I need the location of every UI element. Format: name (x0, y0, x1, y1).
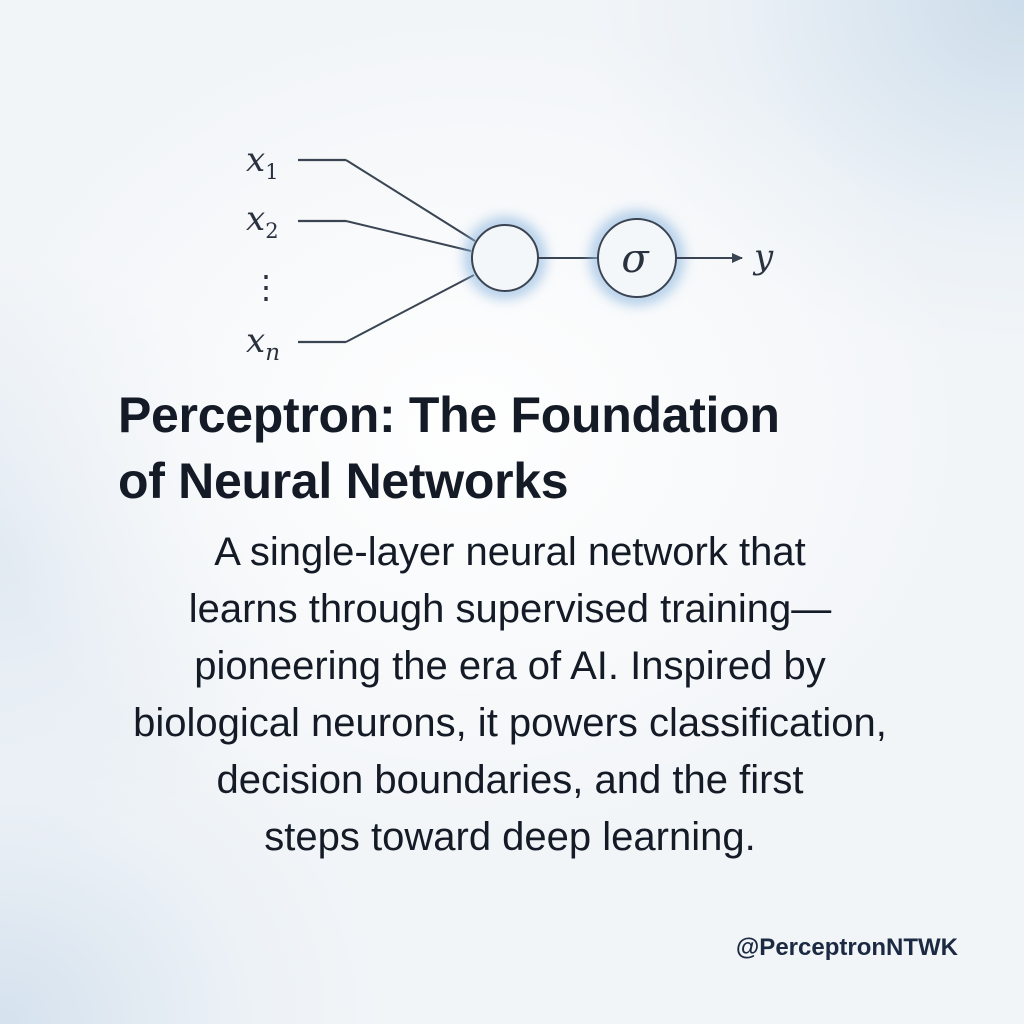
title-line-1: Perceptron: The Foundation (118, 387, 780, 443)
title-line-2: of Neural Networks (118, 453, 569, 509)
description-line: A single-layer neural network that (214, 530, 806, 574)
social-handle: @PerceptronNTWK (735, 934, 958, 961)
input-label-xn: xn (246, 321, 280, 366)
sigma-symbol: σ (621, 236, 650, 282)
connection-xn (345, 274, 475, 343)
description-paragraph: A single-layer neural network that learn… (60, 524, 960, 866)
description-line: steps toward deep learning. (264, 815, 756, 859)
weighted-connections (345, 159, 476, 343)
description-line: learns through supervised training— (188, 587, 832, 631)
connection-x2 (345, 220, 472, 252)
input-stubs (298, 158, 346, 344)
connection-x1 (345, 159, 476, 242)
output-label-y: y (752, 237, 774, 277)
input-label-x1: x1 (246, 140, 279, 184)
page-title: Perceptron: The Foundation of Neural Net… (118, 382, 978, 514)
summation-node (471, 224, 539, 292)
perceptron-diagram: x1 x2 ⋮ xn σ y (246, 140, 774, 366)
description-line: pioneering the era of AI. Inspired by (194, 644, 826, 688)
input-stub-glows (296, 156, 346, 346)
input-ellipsis: ⋮ (250, 268, 282, 306)
description-line: biological neurons, it powers classifica… (133, 701, 887, 745)
input-label-x2: x2 (246, 199, 279, 243)
description-line: decision boundaries, and the first (216, 758, 804, 802)
